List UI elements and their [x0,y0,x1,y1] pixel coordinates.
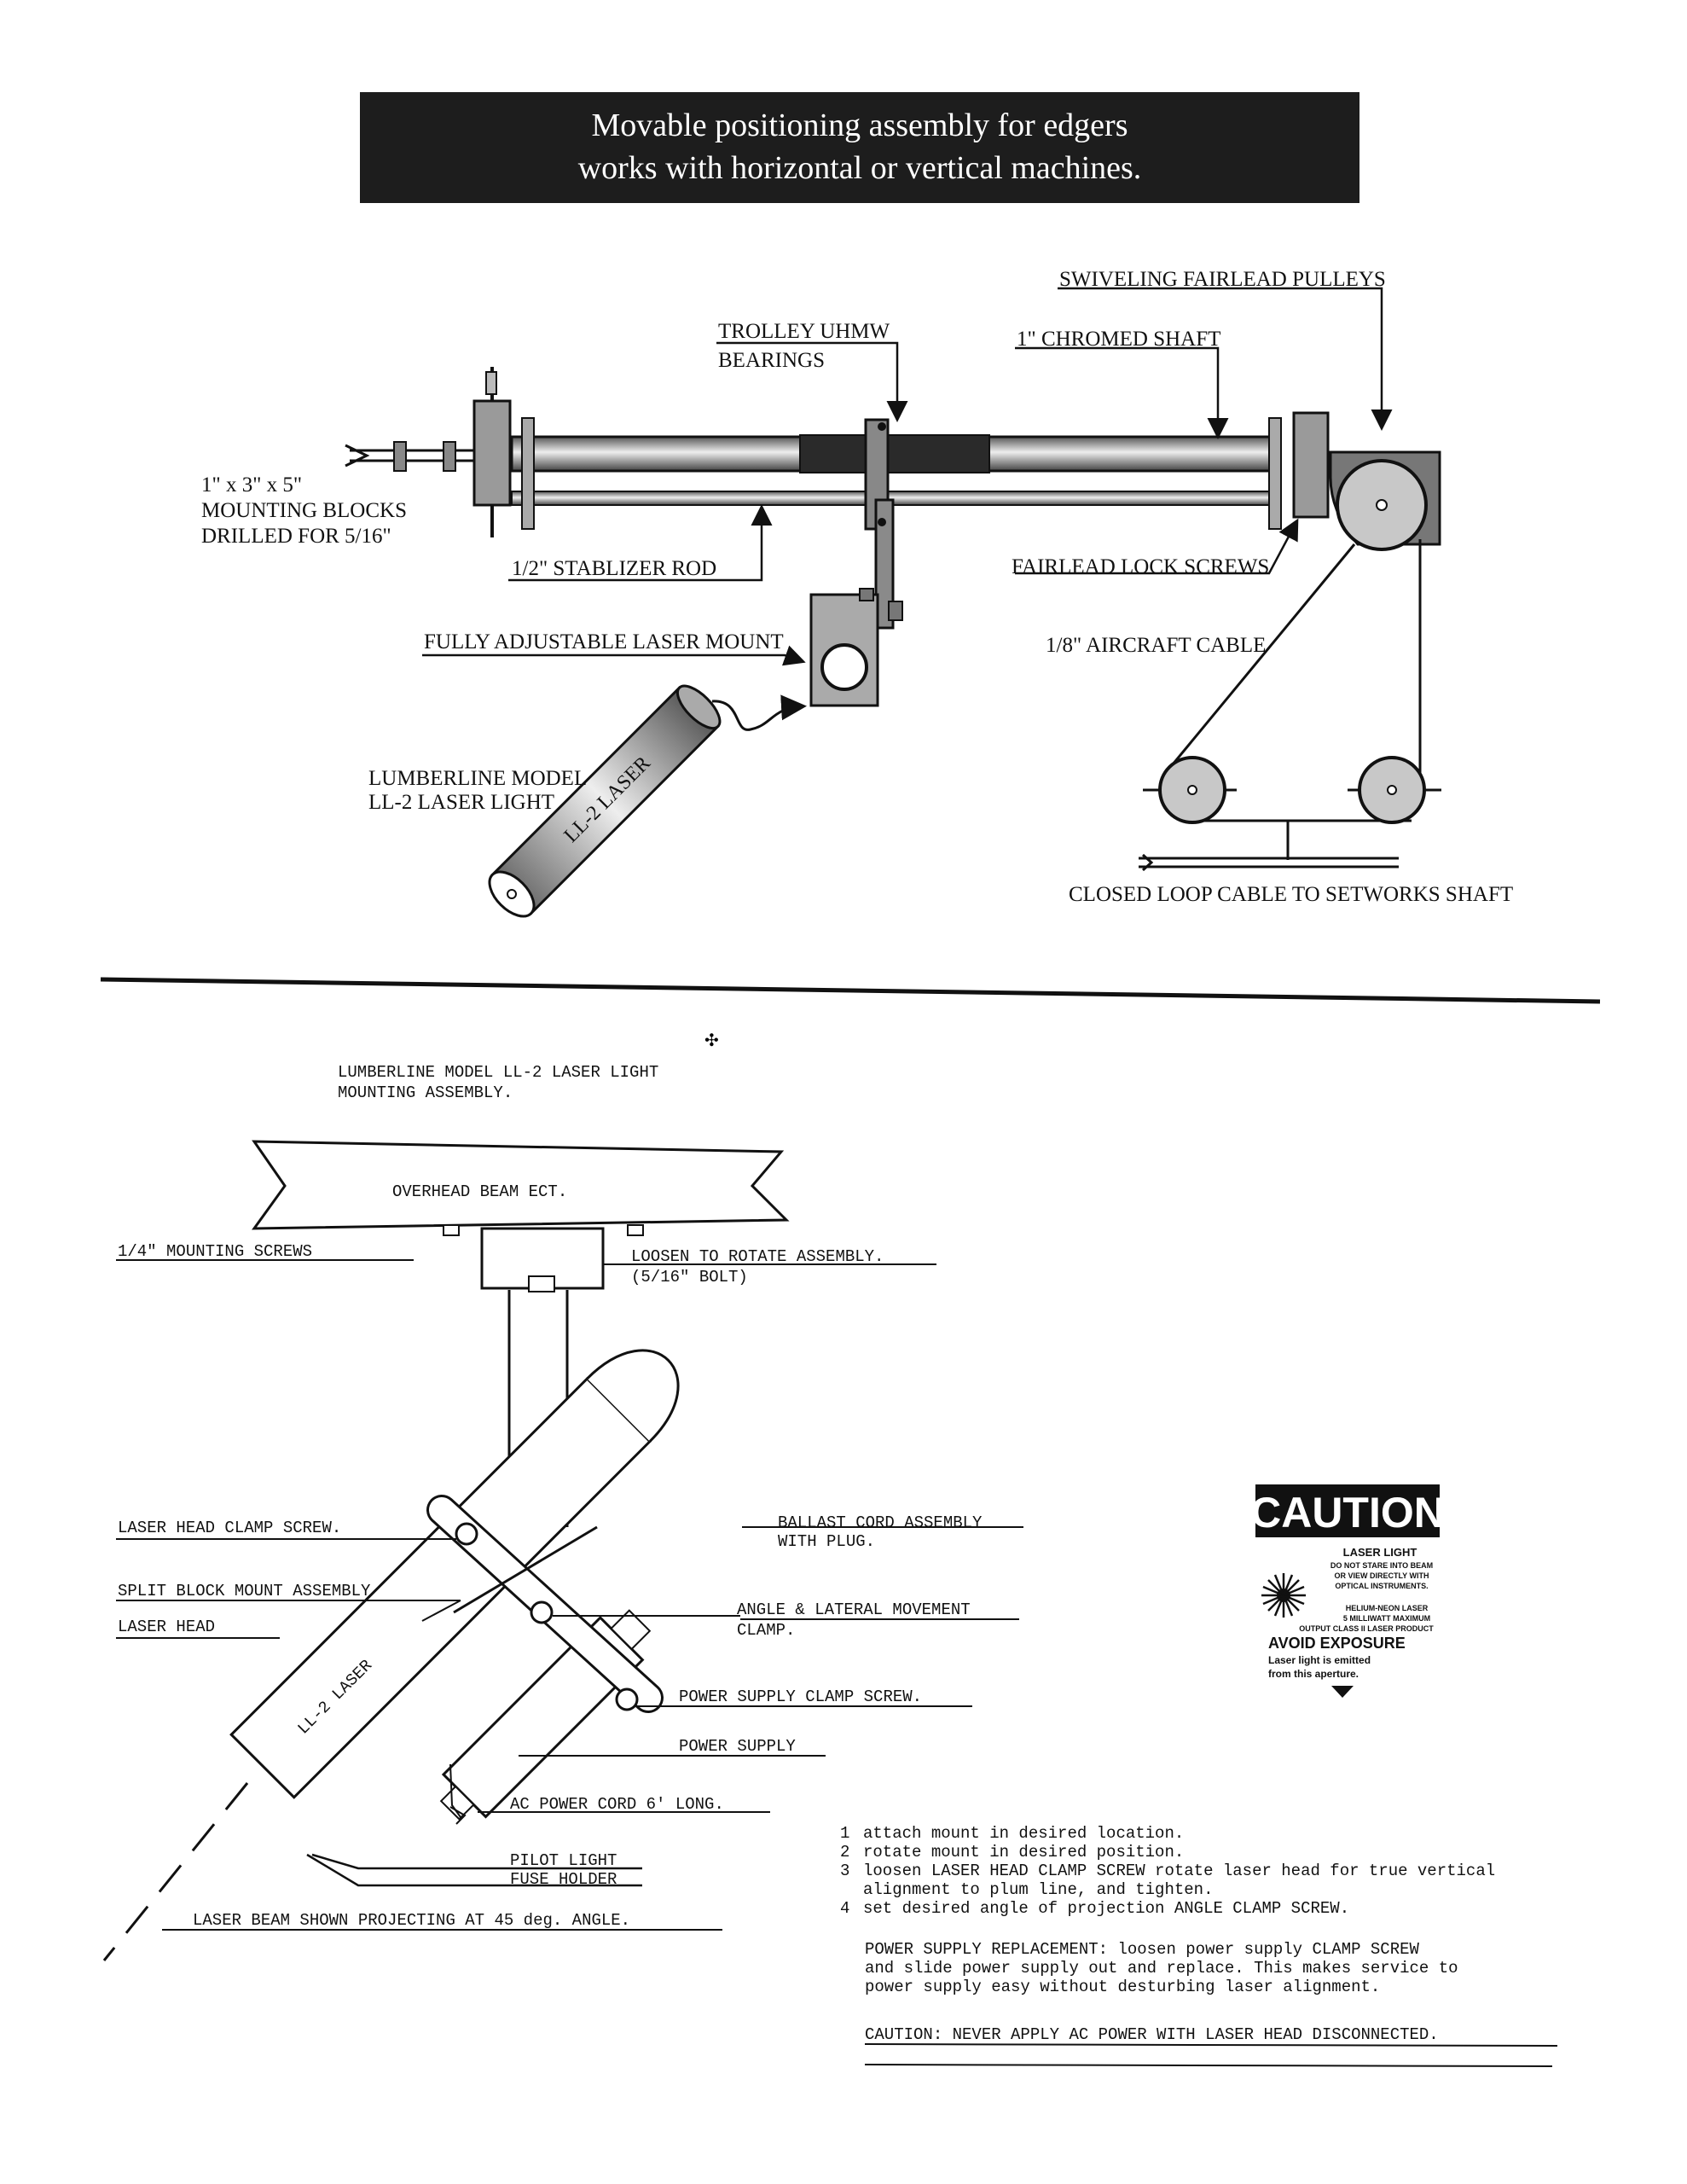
left-collar [393,441,407,472]
label-lumberline-line1: LUMBERLINE MODEL [368,767,587,790]
label-loosen-line2: (5/16" BOLT) [631,1268,748,1287]
angle-clamp-screw [530,1600,554,1624]
caution-line1: LASER LIGHT [1343,1546,1417,1559]
label-lumberline-line2: LL-2 LASER LIGHT [368,791,554,814]
banner-line-1: Movable positioning assembly for edgers [591,107,1128,143]
label-overhead-beam: OVERHEAD BEAM ECT. [392,1182,567,1201]
label-mounting-screws: 1/4" MOUNTING SCREWS [118,1242,312,1261]
stray-mark: ✣ [704,1030,719,1050]
label-angle-line2: CLAMP. [737,1621,795,1640]
laser-head-assembly: LL-2 LASER [229,1349,680,1799]
replacement-line1: POWER SUPPLY REPLACEMENT: loosen power s… [865,1940,1420,1959]
step-4-num: 4 [840,1899,849,1918]
laser-mount-hole [820,643,868,691]
label-swiveling-fairlead-pulleys: SWIVELING FAIRLEAD PULLEYS [1059,268,1386,291]
power-supply-clamp-screw [615,1687,639,1711]
label-laser-head-clamp: LASER HEAD CLAMP SCREW. [118,1519,341,1537]
label-fairlead-lock-screws: FAIRLEAD LOCK SCREWS [1012,555,1269,578]
instructions-block: 1 attach mount in desired location. 2 ro… [840,1824,1558,2067]
step-1-text: attach mount in desired location. [863,1824,1184,1843]
laser-cord [711,694,807,731]
label-stablizer-rod: 1/2" STABLIZER ROD [512,557,716,580]
lateral-bar [453,1525,598,1614]
laser-head-clamp-screw [455,1522,478,1546]
step-2-text: rotate mount in desired position. [863,1843,1184,1862]
caution-line6: 5 MILLIWATT MAXIMUM [1343,1614,1430,1623]
label-fuse-holder: FUSE HOLDER [510,1870,617,1889]
label-laser-beam: LASER BEAM SHOWN PROJECTING AT 45 deg. A… [193,1911,630,1930]
overhead-beam [252,1140,790,1230]
caution-label: CAUTION LASER LIGHT DO NOT STARE INTO BE… [1250,1484,1445,1698]
replacement-line3: power supply easy without desturbing las… [865,1978,1380,1996]
caution-line7: OUTPUT CLASS II LASER PRODUCT [1299,1624,1434,1633]
caution-line10: from this aperture. [1268,1668,1359,1680]
aircraft-cable-left [1167,543,1356,770]
left-mounting-block [472,399,512,507]
caution-line2: DO NOT STARE INTO BEAM [1330,1561,1433,1570]
label-pilot-light: PILOT LIGHT [510,1851,617,1870]
label-mounting-line3: DRILLED FOR 5/16" [201,525,391,548]
trolley-hanger [874,498,895,630]
caution-heading-box [1255,1484,1440,1537]
caution-line4: OPTICAL INSTRUMENTS. [1335,1582,1428,1590]
title-banner: Movable positioning assembly for edgers … [360,92,1359,203]
step-3-text: loosen LASER HEAD CLAMP SCREW rotate las… [863,1862,1495,1880]
banner-line-2: works with horizontal or vertical machin… [577,150,1142,186]
label-power-supply-clamp: POWER SUPPLY CLAMP SCREW. [679,1687,922,1706]
caution-line5: HELIUM-NEON LASER [1346,1604,1429,1612]
caution-line8: AVOID EXPOSURE [1268,1635,1406,1652]
label-chromed-shaft: 1" CHROMED SHAFT [1017,328,1220,351]
step-4-text: set desired angle of projection ANGLE CL… [863,1899,1349,1918]
laser-beam [102,1782,249,1961]
label-ballast-line2: WITH PLUG. [778,1532,875,1551]
step-3-num: 3 [840,1862,849,1880]
label-trolley-line2: BEARINGS [718,349,825,372]
label-aircraft-cable: 1/8" AIRCRAFT CABLE [1046,634,1266,657]
step-3b-text: alignment to plum line, and tighten. [863,1880,1213,1899]
label-ac-power-cord: AC POWER CORD 6' LONG. [510,1795,724,1814]
step-2-num: 2 [840,1843,849,1862]
bottom-title-line1: LUMBERLINE MODEL LL-2 LASER LIGHT [338,1063,658,1082]
label-mounting-line2: MOUNTING BLOCKS [201,499,407,522]
replacement-line2: and slide power supply out and replace. … [865,1959,1458,1978]
right-mounting-block [1292,411,1330,519]
caution-line3: OR VIEW DIRECTLY WITH [1334,1571,1429,1580]
label-angle-line1: ANGLE & LATERAL MOVEMENT [737,1600,971,1619]
top-assembly-diagram: LL-2 LASER SWIVELING FAIRLEAD PULLEYS TR… [201,268,1513,918]
caution-line9: Laser light is emitted [1268,1654,1371,1666]
left-collar-2 [443,441,456,472]
laser-starburst-icon [1261,1573,1306,1618]
label-power-supply: POWER SUPPLY [679,1737,796,1756]
setworks-shaft-stub [1139,853,1399,872]
label-laser-mount: FULLY ADJUSTABLE LASER MOUNT [424,630,784,653]
left-cable-stub [345,444,478,468]
section-divider [100,977,1601,1004]
bottom-title-line2: MOUNTING ASSEMBLY. [338,1083,513,1102]
label-ballast-line1: BALLAST CORD ASSEMBLY [778,1513,983,1532]
stabilizer-rod [511,491,1280,506]
trolley-bearing [799,434,990,473]
bottom-mounting-diagram: LUMBERLINE MODEL LL-2 LASER LIGHT MOUNTI… [102,1063,1023,1961]
label-mounting-line1: 1" x 3" x 5" [201,473,302,497]
caution-note: CAUTION: NEVER APPLY AC POWER WITH LASER… [865,2025,1439,2044]
label-trolley-line1: TROLLEY UHMW [718,320,890,343]
down-arrow-icon [1331,1686,1354,1698]
caution-heading: CAUTION [1250,1489,1445,1536]
label-split-block: SPLIT BLOCK MOUNT ASSEMBLY [118,1582,371,1600]
label-loosen-line1: LOOSEN TO ROTATE ASSEMBLY. [631,1247,884,1266]
label-laser-head: LASER HEAD [118,1618,215,1636]
label-closed-loop: CLOSED LOOP CABLE TO SETWORKS SHAFT [1069,883,1513,906]
step-1-num: 1 [840,1824,849,1843]
